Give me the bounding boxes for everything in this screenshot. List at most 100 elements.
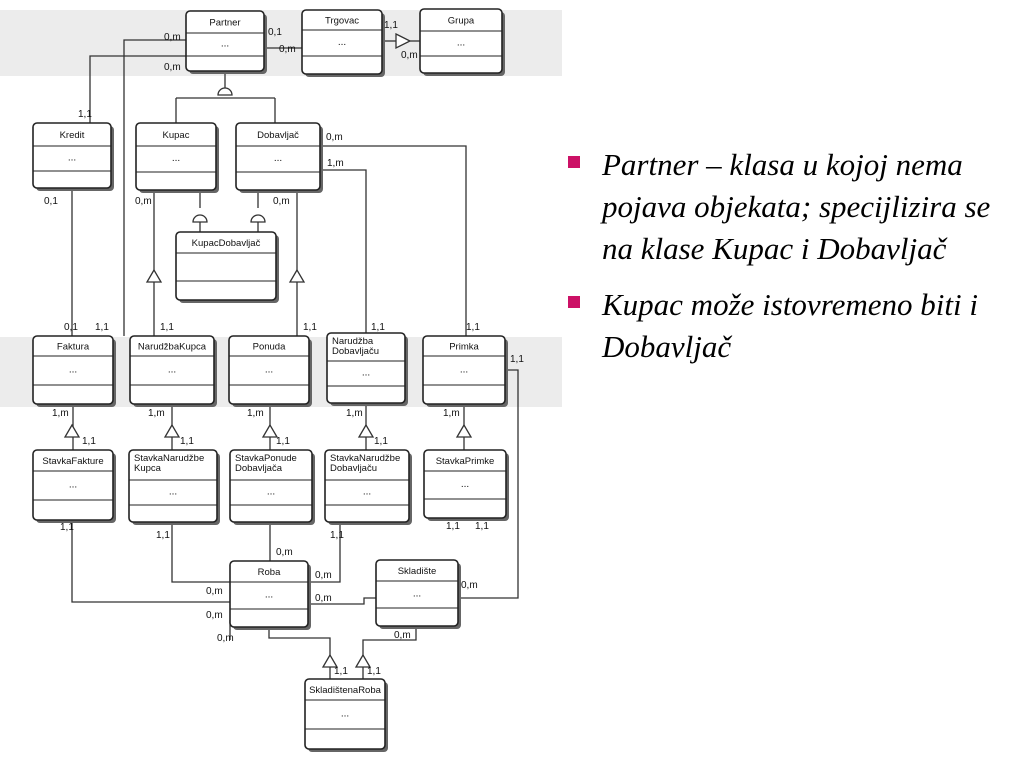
class-skladiste: Skladište... — [375, 559, 461, 629]
multiplicity-label: 1,1 — [95, 322, 109, 333]
class-grupa-name-1: Grupa — [448, 16, 475, 27]
class-narudzbakupca-attributes: ... — [168, 365, 176, 376]
class-stavkanarudzbedobavljacu-name-1: StavkaNarudžbe — [330, 453, 400, 464]
association-line-32 — [171, 522, 230, 583]
class-partner: Partner... — [185, 10, 267, 74]
class-faktura-name-1: Faktura — [57, 342, 90, 353]
bullet-text-2: Kupac može istovremeno biti i Dobavljač — [602, 287, 978, 364]
class-roba: Roba... — [229, 560, 311, 630]
generalization-arrow-5 — [261, 423, 279, 438]
class-dobavljac: Dobavljač... — [235, 122, 323, 193]
class-ponuda-frame — [228, 335, 310, 405]
association-line-37 — [268, 627, 331, 665]
multiplicity-label: 0,m — [315, 593, 332, 604]
class-stavkanarudzbekupca-frame — [128, 449, 218, 523]
generalization-arrow-7 — [455, 423, 473, 438]
multiplicity-label: 0,m — [164, 32, 181, 43]
class-faktura-frame — [32, 335, 114, 405]
multiplicity-label: 0,m — [461, 580, 478, 591]
bullet-item-2: Kupac može istovremeno biti i Dobavljač — [566, 284, 1016, 368]
multiplicity-label: 1,1 — [82, 436, 96, 447]
class-stavkanarudzbedobavljacu: StavkaNarudžbeDobavljaču... — [324, 449, 412, 525]
class-roba-name-1: Roba — [258, 567, 281, 578]
multiplicity-label: 0,1 — [268, 27, 282, 38]
class-kupac-attributes: ... — [172, 153, 180, 164]
multiplicity-label: 0,m — [279, 44, 296, 55]
class-primka-attributes: ... — [460, 365, 468, 376]
class-grupa-frame — [419, 8, 503, 74]
class-stavkanarudzbekupca: StavkaNarudžbeKupca... — [128, 449, 220, 525]
association-line-20 — [320, 169, 367, 333]
class-narudzbadobavljacu-name-1: Narudžba — [332, 336, 374, 347]
class-trgovac-frame — [301, 9, 383, 75]
generalization-arrow-6 — [357, 423, 375, 438]
bullet-square-icon — [568, 296, 580, 308]
class-narudzbadobavljacu-name-2: Dobavljaču — [332, 346, 379, 357]
multiplicity-label: 1,1 — [276, 436, 290, 447]
class-boxes: Partner...Trgovac...Grupa...Kredit...Kup… — [32, 8, 509, 752]
association-line-19 — [320, 145, 467, 336]
class-kredit-frame — [32, 122, 112, 189]
generalization-arrow-9 — [354, 653, 372, 668]
class-kupacdobavljac: KupacDobavljač — [175, 231, 279, 303]
multiplicity-label: 0,m — [206, 586, 223, 597]
association-line-31 — [71, 520, 230, 603]
class-stavkanarudzbedobavljacu-frame — [324, 449, 410, 523]
class-stavkanarudzbekupca-name-2: Kupca — [134, 463, 162, 474]
class-grupa-attributes: ... — [457, 38, 465, 49]
inheritance-markers — [63, 32, 473, 668]
class-trgovac-attributes: ... — [338, 37, 346, 48]
generalization-arrow-8 — [321, 653, 339, 668]
class-primka-name-1: Primka — [449, 342, 479, 353]
multiplicity-label: 1,1 — [330, 530, 344, 541]
association-line-2 — [89, 55, 186, 123]
class-kupac-frame — [135, 122, 217, 191]
class-ponuda-name-1: Ponuda — [253, 342, 286, 353]
class-roba-attributes: ... — [265, 590, 273, 601]
class-trgovac: Trgovac... — [301, 9, 385, 77]
class-primka-frame — [422, 335, 506, 405]
generalization-arrow-2 — [288, 268, 306, 283]
multiplicity-label: 1,1 — [475, 521, 489, 532]
association-line-34 — [308, 522, 341, 583]
multiplicity-label: 1,m — [346, 408, 363, 419]
class-skladistenaroba-attributes: ... — [341, 709, 349, 720]
class-stavkanarudzbedobavljacu-name-2: Dobavljaču — [330, 463, 377, 474]
multiplicity-label: 0,m — [206, 610, 223, 621]
multiplicity-label: 0,1 — [44, 196, 58, 207]
class-stavkanarudzbekupca-attributes: ... — [169, 487, 177, 498]
class-narudzbakupca-frame — [129, 335, 215, 405]
multiplicity-label: 1,m — [52, 408, 69, 419]
class-stavkaponudedobavljaca-name-2: Dobavljača — [235, 463, 283, 474]
multiplicity-label: 1,1 — [371, 322, 385, 333]
class-skladistenaroba-frame — [304, 678, 386, 750]
multiplicity-label: 1,1 — [180, 436, 194, 447]
multiplicity-label: 1,1 — [374, 436, 388, 447]
join-marker-1 — [217, 87, 233, 96]
class-stavkaponudedobavljaca-attributes: ... — [267, 487, 275, 498]
bullet-list: Partner – klasa u kojoj nema pojava obje… — [566, 144, 1016, 382]
class-stavkaprimke: StavkaPrimke... — [423, 449, 509, 521]
multiplicity-label: 1,1 — [466, 322, 480, 333]
class-faktura: Faktura... — [32, 335, 116, 407]
multiplicity-label: 1,1 — [60, 522, 74, 533]
multiplicity-label: 0,m — [326, 132, 343, 143]
class-stavkaponudedobavljaca: StavkaPonudeDobavljača... — [229, 449, 315, 525]
multiplicity-label: 0,1 — [64, 322, 78, 333]
class-dobavljac-frame — [235, 122, 321, 191]
class-skladiste-frame — [375, 559, 459, 627]
generalization-arrow-1 — [145, 268, 163, 283]
class-stavkaponudedobavljaca-name-1: StavkaPonude — [235, 453, 297, 464]
class-kupac-name-1: Kupac — [163, 130, 190, 141]
class-kupacdobavljac-frame — [175, 231, 277, 301]
class-stavkafakture-frame — [32, 449, 114, 521]
class-trgovac-name-1: Trgovac — [325, 16, 359, 27]
class-skladiste-attributes: ... — [413, 589, 421, 600]
class-stavkaponudedobavljaca-frame — [229, 449, 313, 523]
join-marker-2 — [192, 214, 208, 223]
multiplicity-label: 1,1 — [446, 521, 460, 532]
multiplicity-label: 1,1 — [510, 354, 524, 365]
class-kupac: Kupac... — [135, 122, 219, 193]
class-stavkaprimke-attributes: ... — [461, 479, 469, 490]
class-dobavljac-name-1: Dobavljač — [257, 130, 299, 141]
